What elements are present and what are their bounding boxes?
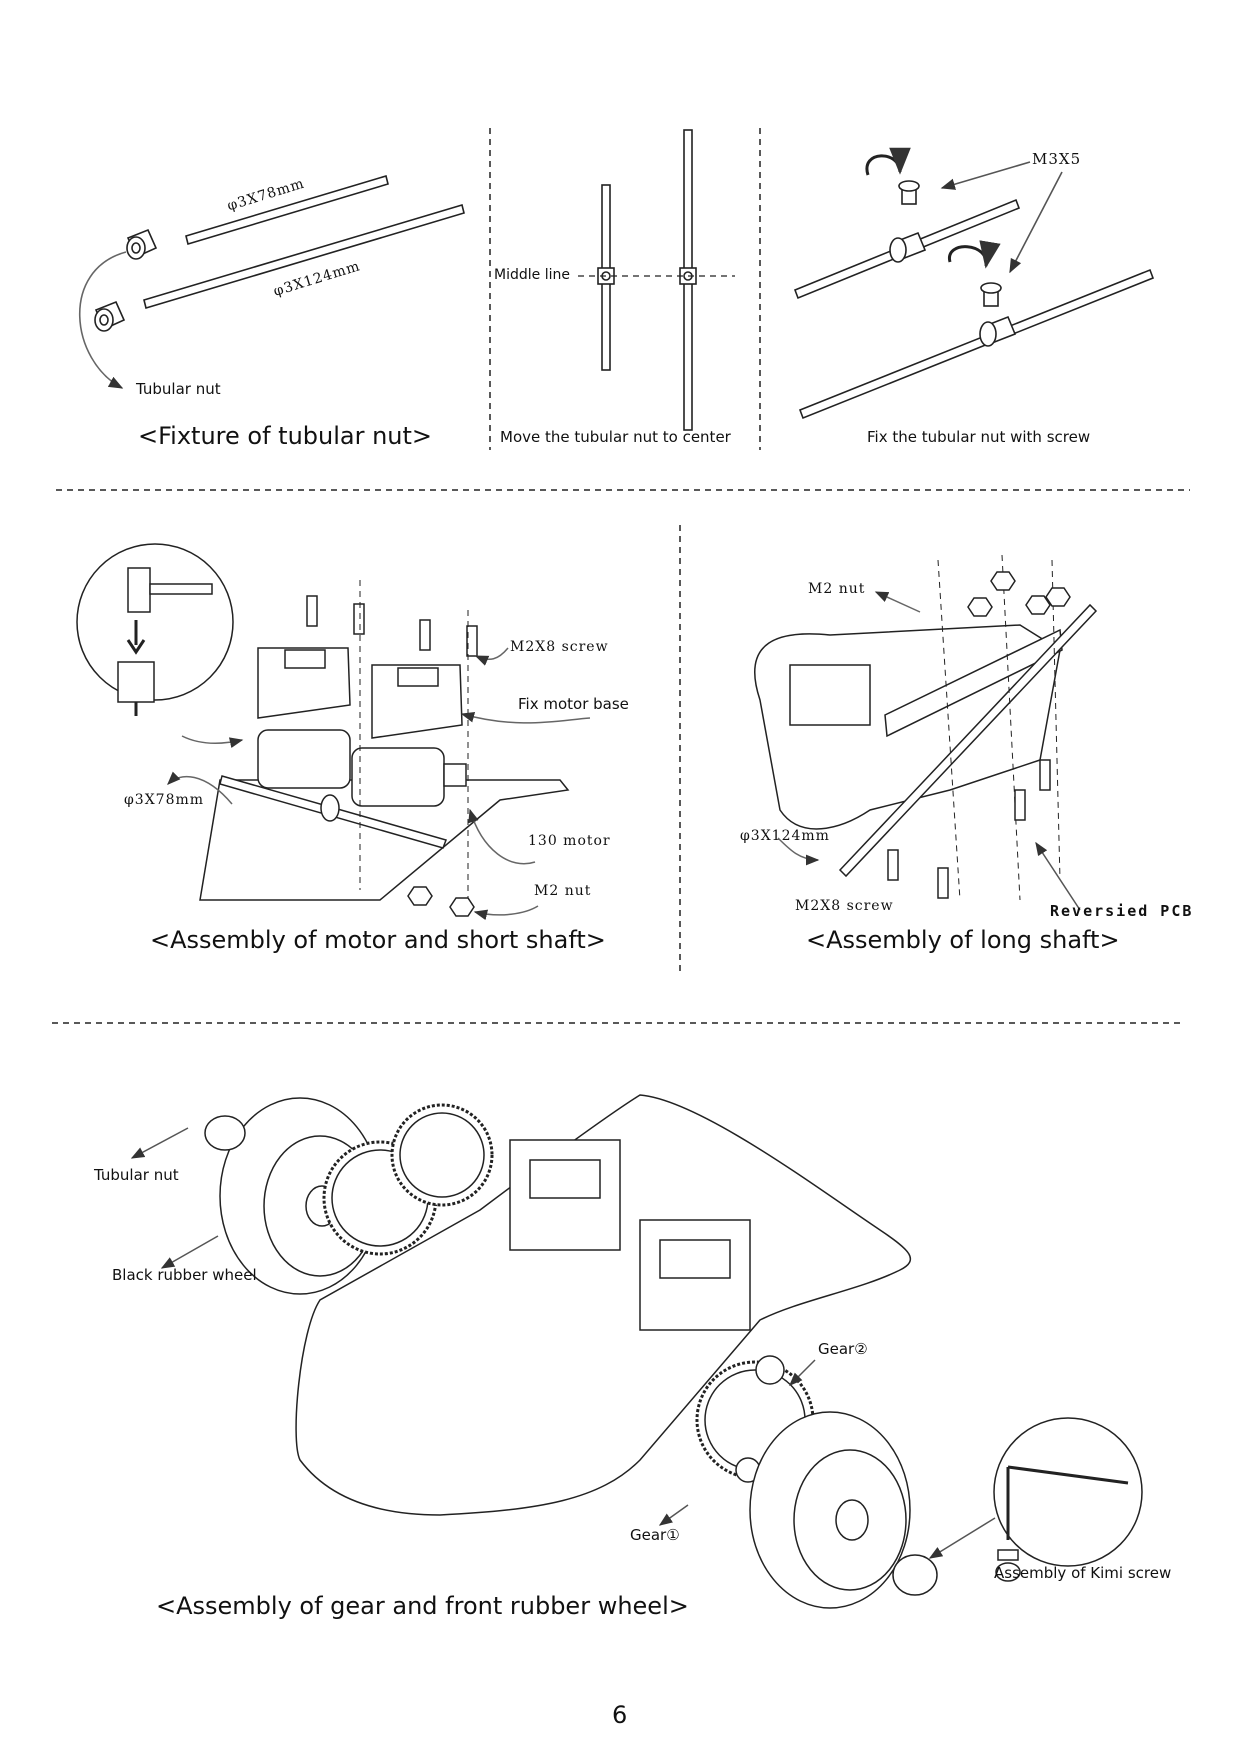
shaft-collar-2 bbox=[979, 315, 1017, 347]
fixture-tubular-nut-figure bbox=[78, 174, 465, 389]
long-rod-label: φ3X124mm bbox=[740, 828, 830, 844]
reversed-pcb-label: Reversied PCB bbox=[1050, 902, 1194, 920]
fix-motor-base-label: Fix motor base bbox=[518, 695, 629, 713]
fixture-caption: <Fixture of tubular nut> bbox=[138, 422, 433, 450]
m2x8-screw-label: M2X8 screw bbox=[510, 639, 609, 655]
fix-caption: Fix the tubular nut with screw bbox=[867, 428, 1091, 446]
130-motor-label: 130 motor bbox=[528, 833, 611, 849]
tubular-nut-2 bbox=[94, 300, 126, 332]
shaft-collar-1 bbox=[889, 231, 927, 263]
m2x8-screw-label-2: M2X8 screw bbox=[795, 898, 894, 914]
m2-nut-label: M2 nut bbox=[534, 883, 592, 899]
screw-top-2 bbox=[980, 282, 1002, 307]
short-rod-label: φ3X78mm bbox=[124, 792, 205, 808]
gear-wheel-figure bbox=[130, 1094, 1143, 1609]
motor-short-shaft-figure bbox=[76, 543, 591, 921]
fix-nut-figure bbox=[793, 147, 1155, 420]
gear-2-label: Gear② bbox=[818, 1340, 868, 1358]
m3x5-label: M3X5 bbox=[1032, 150, 1082, 168]
screw-top-1 bbox=[898, 180, 920, 205]
motor-caption: <Assembly of motor and short shaft> bbox=[150, 926, 606, 954]
long-shaft-caption: <Assembly of long shaft> bbox=[806, 926, 1120, 954]
tubular-nut-1 bbox=[126, 228, 158, 260]
gear-wheel-caption: <Assembly of gear and front rubber wheel… bbox=[156, 1592, 689, 1620]
gear-1-label: Gear① bbox=[630, 1526, 680, 1544]
tubular-nut-label-2: Tubular nut bbox=[94, 1166, 179, 1184]
middle-line-label: Middle line bbox=[494, 267, 570, 283]
move-caption: Move the tubular nut to center bbox=[500, 428, 731, 446]
hammer-detail-circle bbox=[76, 543, 234, 701]
tubular-nut-label: Tubular nut bbox=[136, 380, 221, 398]
black-rubber-wheel-label: Black rubber wheel bbox=[112, 1266, 257, 1284]
move-nut-figure bbox=[578, 129, 735, 431]
long-shaft-figure bbox=[754, 554, 1098, 911]
page-number: 6 bbox=[612, 1701, 628, 1729]
kimi-screw-label: Assembly of Kimi screw bbox=[994, 1564, 1172, 1582]
m2-nut-label-2: M2 nut bbox=[808, 581, 866, 597]
